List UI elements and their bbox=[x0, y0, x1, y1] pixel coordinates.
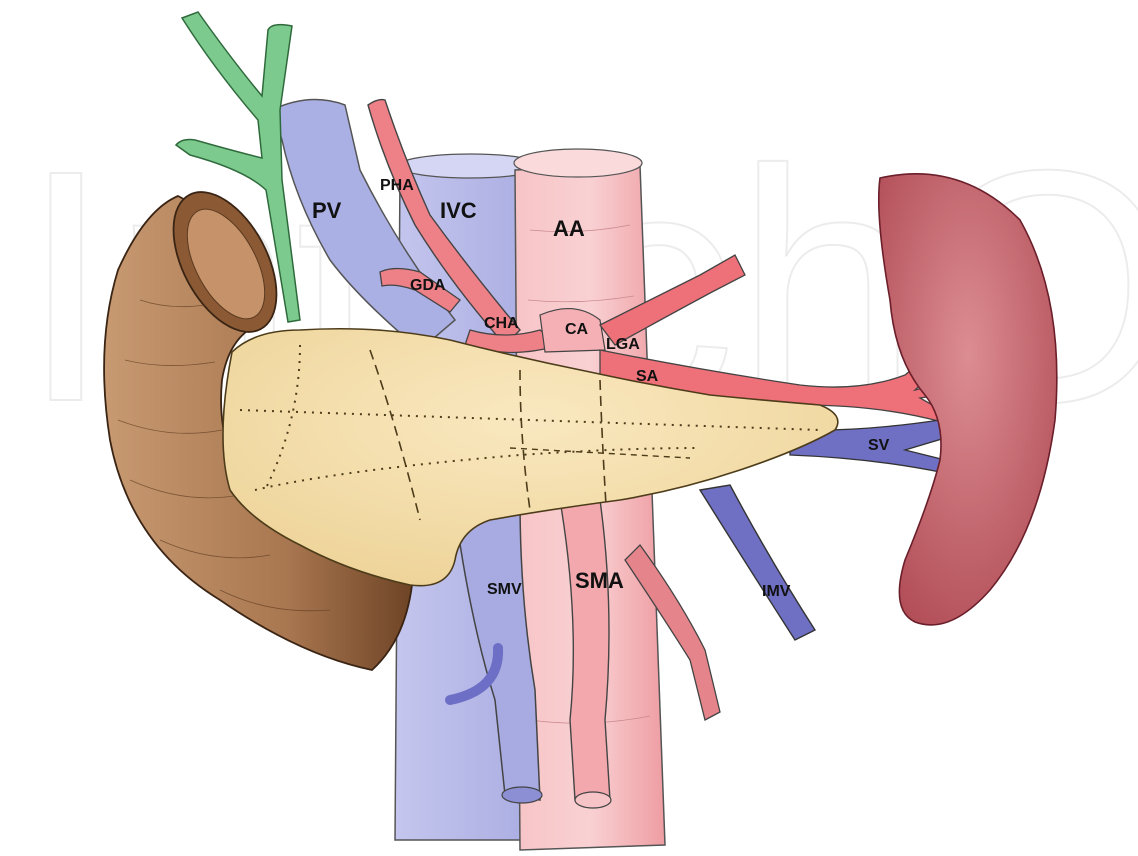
label-sv: SV bbox=[868, 437, 890, 454]
label-lga: LGA bbox=[606, 336, 640, 353]
label-sma: SMA bbox=[575, 568, 624, 593]
label-ca: CA bbox=[565, 321, 589, 338]
label-cha: CHA bbox=[484, 315, 519, 332]
label-pv: PV bbox=[312, 198, 342, 223]
label-aa: AA bbox=[553, 216, 585, 241]
label-pha: PHA bbox=[380, 177, 414, 194]
label-gda: GDA bbox=[410, 277, 446, 294]
label-ivc: IVC bbox=[440, 198, 477, 223]
inferior-mesenteric-vein bbox=[700, 485, 815, 640]
label-sa: SA bbox=[636, 368, 659, 385]
label-smv: SMV bbox=[487, 581, 522, 598]
label-imv: IMV bbox=[762, 583, 791, 600]
